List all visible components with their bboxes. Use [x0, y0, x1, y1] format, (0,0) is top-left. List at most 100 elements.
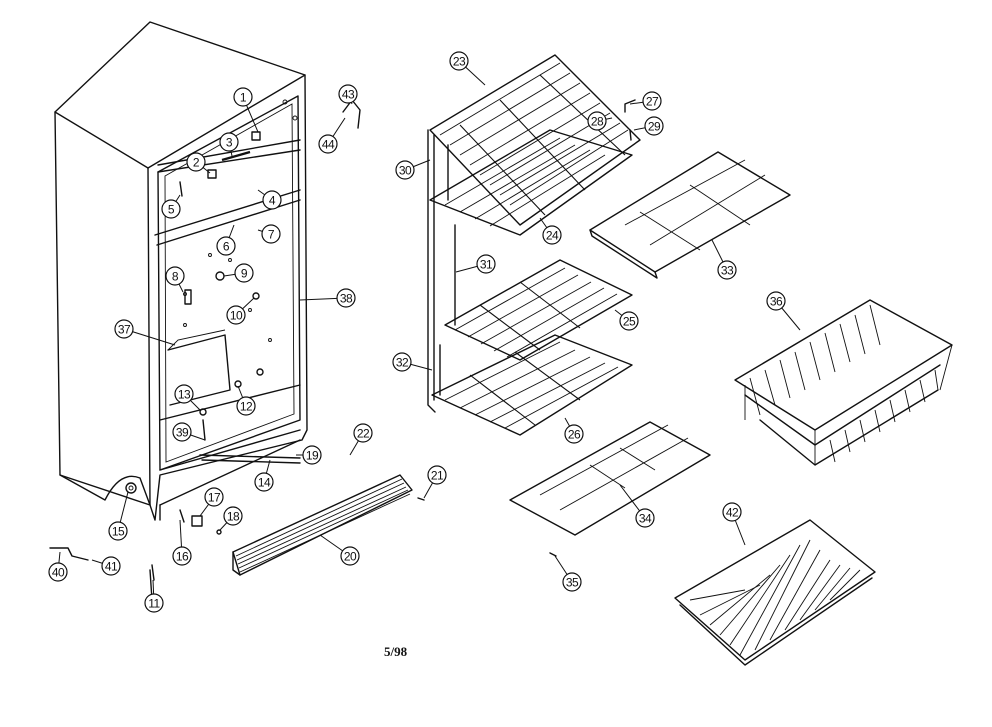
callout-number: 23 — [453, 55, 466, 69]
callout-circle — [144, 593, 164, 613]
glass-shelf-34 — [509, 421, 711, 536]
callout-number: 35 — [566, 576, 579, 590]
callout-circle — [219, 132, 239, 152]
callout-26: 26 — [564, 417, 584, 444]
front-grille — [232, 474, 413, 576]
callout-2: 2 — [186, 152, 211, 174]
callout-circle — [353, 423, 373, 443]
callout-number: 1 — [240, 91, 247, 105]
callout-number: 27 — [646, 95, 659, 109]
callout-number: 12 — [240, 400, 253, 414]
callout-39: 39 — [172, 422, 206, 442]
callout-21: 21 — [423, 465, 447, 499]
callout-number: 44 — [322, 138, 335, 152]
callout-number: 8 — [172, 270, 179, 284]
callout-36: 36 — [766, 291, 801, 331]
callout-10: 10 — [226, 297, 255, 325]
callout-number: 10 — [230, 309, 243, 323]
callout-circle — [587, 111, 607, 131]
callout-circle — [108, 521, 128, 541]
callout-44: 44 — [318, 117, 346, 154]
callout-number: 25 — [623, 315, 636, 329]
callout-number: 13 — [178, 388, 191, 402]
callout-number: 28 — [591, 115, 604, 129]
callout-number: 16 — [176, 550, 189, 564]
callout-circle — [48, 562, 68, 582]
callout-14: 14 — [254, 459, 274, 492]
callout-number: 34 — [639, 512, 652, 526]
callout-number: 18 — [227, 510, 240, 524]
callout-circle — [186, 152, 206, 172]
callout-circle — [165, 266, 185, 286]
callout-1: 1 — [233, 87, 259, 133]
basket-42 — [674, 519, 876, 666]
callout-number: 40 — [52, 566, 65, 580]
callout-circle — [234, 263, 254, 283]
callout-number: 22 — [357, 427, 370, 441]
callout-19: 19 — [296, 445, 322, 465]
callout-20: 20 — [319, 534, 360, 566]
callout-circle — [395, 160, 415, 180]
callout-circle — [340, 546, 360, 566]
callout-number: 5 — [168, 203, 175, 217]
callout-number: 7 — [268, 228, 275, 242]
callout-27: 27 — [629, 91, 662, 111]
callout-circle — [336, 288, 356, 308]
callout-number: 33 — [721, 264, 734, 278]
callout-circle — [261, 224, 281, 244]
callout-15: 15 — [108, 491, 129, 541]
callout-number: 4 — [269, 194, 276, 208]
callout-circle — [562, 572, 582, 592]
callout-circle — [262, 190, 282, 210]
callout-circle — [619, 311, 639, 331]
callout-number: 37 — [118, 323, 131, 337]
callout-number: 14 — [258, 476, 271, 490]
callout-circle — [204, 487, 224, 507]
callout-25: 25 — [614, 309, 639, 331]
callout-number: 39 — [176, 426, 189, 440]
callout-30: 30 — [395, 159, 431, 180]
callout-circle — [644, 116, 664, 136]
callout-16: 16 — [172, 519, 192, 566]
callout-circle — [392, 352, 412, 372]
callout-6: 6 — [216, 224, 236, 256]
page-reference: 5/98 — [384, 644, 408, 659]
callout-number: 3 — [226, 136, 233, 150]
callout-circle — [318, 134, 338, 154]
callout-34: 34 — [619, 484, 655, 528]
callout-number: 32 — [396, 356, 409, 370]
callout-number: 29 — [648, 120, 661, 134]
basket-36 — [734, 299, 953, 466]
callout-circle — [564, 424, 584, 444]
callout-circle — [236, 396, 256, 416]
callout-22: 22 — [349, 423, 373, 456]
callout-number: 15 — [112, 525, 125, 539]
callout-33: 33 — [711, 239, 737, 280]
callout-circle — [642, 91, 662, 111]
callout-circle — [114, 319, 134, 339]
callout-24: 24 — [539, 217, 562, 245]
callout-circle — [161, 199, 181, 219]
callout-28: 28 — [587, 111, 613, 131]
callout-40: 40 — [48, 551, 68, 582]
callout-12: 12 — [236, 385, 256, 416]
callout-8: 8 — [165, 266, 185, 293]
callout-circle — [338, 84, 358, 104]
shelf-23 — [429, 54, 641, 226]
shelf-26 — [431, 334, 633, 436]
callout-number: 19 — [306, 449, 319, 463]
callout-42: 42 — [722, 502, 746, 546]
callout-number: 9 — [241, 267, 248, 281]
callout-number: 43 — [342, 88, 355, 102]
callout-circle — [766, 291, 786, 311]
callout-18: 18 — [219, 506, 243, 531]
callout-circle — [172, 546, 192, 566]
callout-number: 21 — [431, 469, 444, 483]
callout-number: 38 — [340, 292, 353, 306]
callout-43: 43 — [338, 84, 358, 105]
callout-23: 23 — [449, 51, 486, 86]
callout-number: 41 — [105, 560, 118, 574]
callout-circle — [101, 556, 121, 576]
callout-31: 31 — [455, 254, 496, 274]
